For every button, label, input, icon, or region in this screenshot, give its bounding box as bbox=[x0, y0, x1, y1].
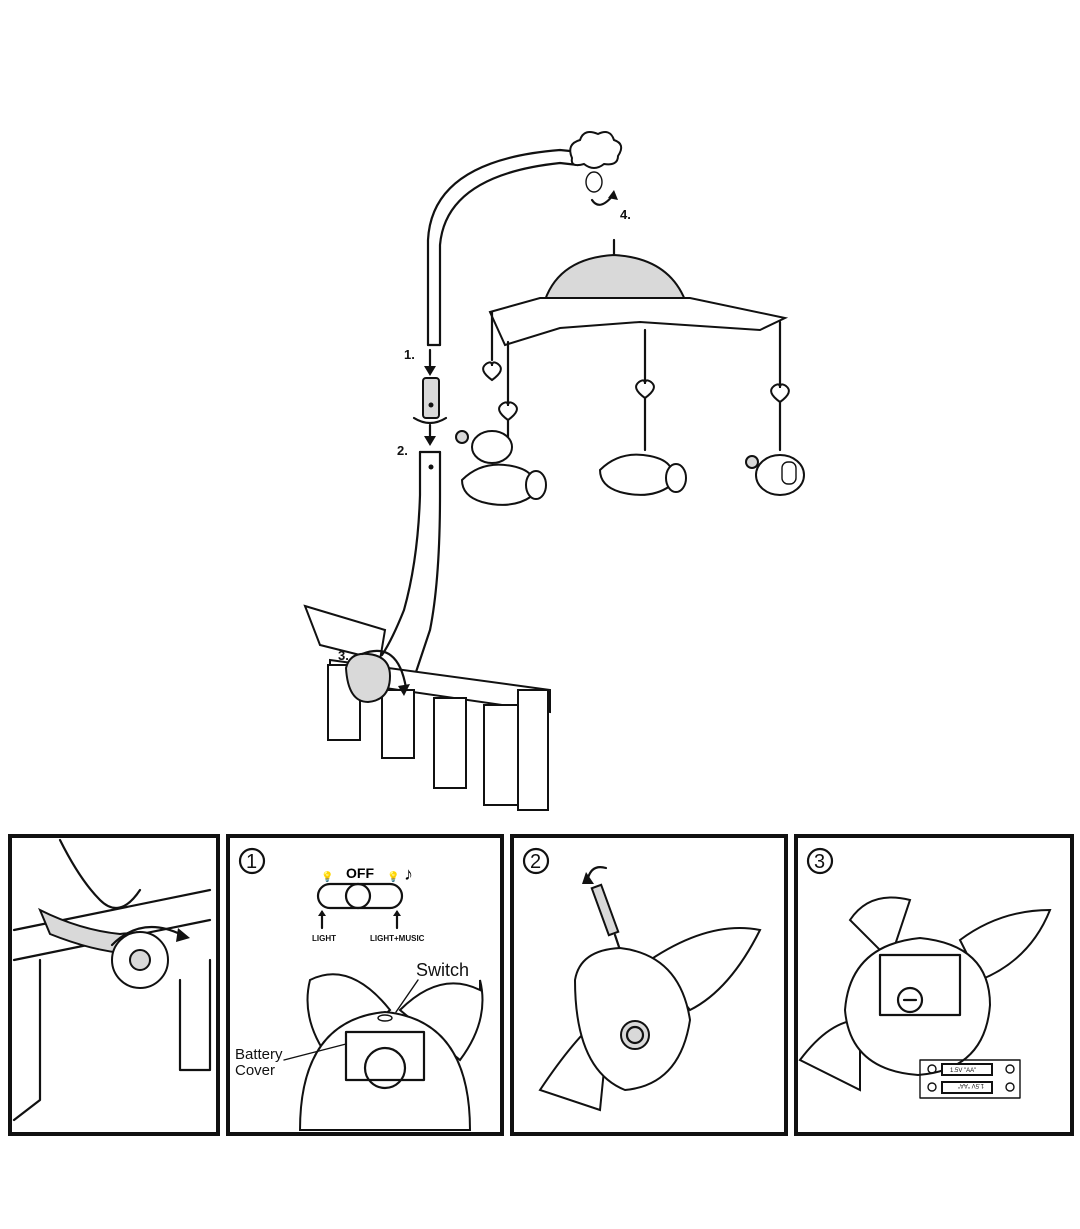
hanging-toys bbox=[455, 361, 805, 506]
battery-cover-callout-line1: Battery bbox=[235, 1046, 283, 1063]
connector-tube bbox=[422, 377, 440, 419]
mobile-arm bbox=[426, 148, 582, 347]
step-3-label: 3. bbox=[338, 648, 349, 663]
panel-2-number: 2 bbox=[530, 851, 541, 873]
clamp-closeup bbox=[12, 838, 212, 1122]
battery-label: 1.5V "AA" bbox=[950, 1068, 976, 1074]
clamp-pole bbox=[380, 450, 442, 692]
switch-callout: Switch bbox=[416, 960, 469, 980]
light-music-position-label: LIGHT+MUSIC bbox=[370, 934, 425, 943]
cloud-hook bbox=[569, 131, 623, 193]
music-note-icon: ♪ bbox=[404, 864, 413, 884]
light-bulb-icon: 💡 bbox=[387, 870, 399, 883]
clamp-knob bbox=[344, 652, 392, 704]
battery-cover-callout-line2: Cover bbox=[235, 1062, 275, 1079]
off-label: OFF bbox=[346, 865, 374, 881]
open-battery-compartment bbox=[798, 896, 1052, 1092]
screwdriver-removal bbox=[538, 866, 762, 1112]
rotate-arrow-step3 bbox=[360, 649, 408, 690]
mobile-canopy bbox=[488, 238, 789, 452]
panel-clamp-tighten bbox=[8, 834, 220, 1136]
panel-1-number: 1 bbox=[246, 851, 257, 873]
light-position-label: LIGHT bbox=[312, 934, 336, 943]
light-bulb-icon: 💡 bbox=[321, 870, 333, 883]
crib-rail bbox=[303, 604, 551, 811]
step-2-label: 2. bbox=[397, 443, 408, 458]
step-4-label: 4. bbox=[620, 207, 631, 222]
mobile-underside-view bbox=[298, 973, 484, 1131]
panel-3-number: 3 bbox=[814, 851, 825, 873]
svg-text:1.5V "AA": 1.5V "AA" bbox=[958, 1082, 984, 1088]
aa-batteries-diagram: 1.5V "AA" 1.5V "AA" bbox=[919, 1059, 1021, 1099]
step-1-label: 1. bbox=[404, 347, 415, 362]
